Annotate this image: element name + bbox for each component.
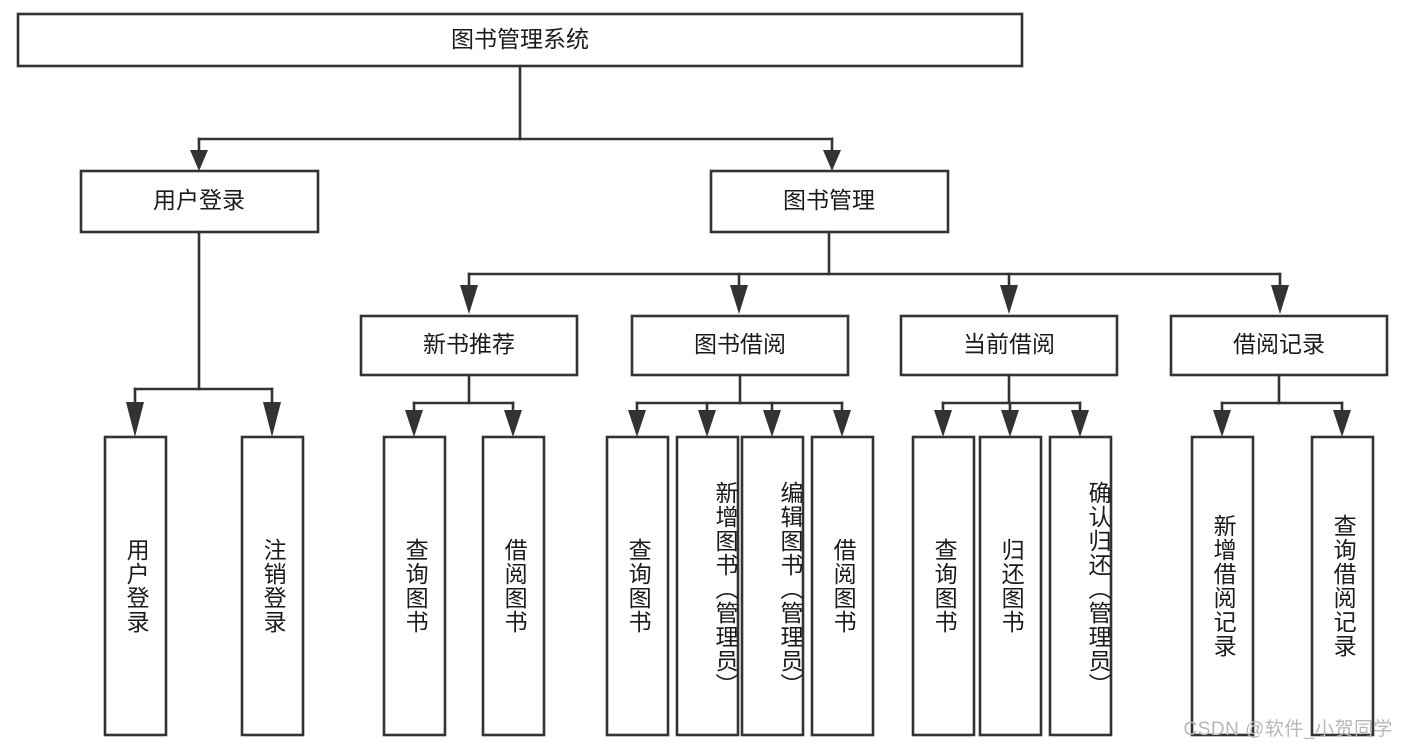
arrow-to-book-manage bbox=[823, 150, 841, 171]
leaf-box-borrow-book-1[interactable] bbox=[481, 435, 546, 737]
arrow-to-leaf-edit-book bbox=[763, 410, 781, 437]
node-root[interactable]: 图书管理系统 bbox=[16, 12, 1024, 68]
arrow-to-leaf-borrow-book-2 bbox=[833, 410, 851, 437]
arrow-to-leaf-return-book bbox=[1001, 410, 1019, 437]
arrow-to-book-borrow bbox=[730, 285, 748, 314]
new-book-recommend-box[interactable] bbox=[359, 314, 579, 377]
arrow-to-leaf-add-record bbox=[1213, 410, 1231, 437]
leaf-box-query-book-3[interactable] bbox=[911, 435, 976, 737]
current-borrow-label: 当前借阅 bbox=[963, 331, 1055, 357]
root-box[interactable] bbox=[16, 12, 1024, 68]
leaf-box-edit-book[interactable] bbox=[740, 435, 805, 737]
connector-current-borrow-to-leaves bbox=[934, 373, 1089, 437]
arrow-to-borrow-record bbox=[1271, 285, 1289, 314]
arrow-to-leaf-query-record bbox=[1333, 410, 1351, 437]
user-login-label: 用户登录 bbox=[153, 187, 245, 213]
arrow-to-leaf-user-login bbox=[126, 402, 144, 437]
arrow-to-leaf-query-book-3 bbox=[934, 410, 952, 437]
current-borrow-box[interactable] bbox=[899, 314, 1119, 377]
arrow-to-leaf-confirm-return bbox=[1071, 410, 1089, 437]
connector-book-manage-to-level3 bbox=[460, 230, 1289, 314]
arrow-to-new-book-recommend bbox=[460, 285, 478, 314]
book-borrow-label: 图书借阅 bbox=[694, 331, 786, 357]
arrow-to-user-login bbox=[190, 150, 208, 171]
new-book-recommend-label: 新书推荐 bbox=[423, 331, 515, 357]
leaf-box-query-record[interactable] bbox=[1310, 435, 1375, 737]
borrow-record-label: 借阅记录 bbox=[1233, 331, 1325, 357]
leaf-box-confirm-return[interactable] bbox=[1048, 435, 1113, 737]
node-book-manage[interactable]: 图书管理 bbox=[709, 169, 950, 234]
leaf-box-add-book[interactable] bbox=[675, 435, 740, 737]
arrow-to-leaf-query-book-1 bbox=[405, 410, 423, 437]
root-label: 图书管理系统 bbox=[451, 26, 589, 52]
node-user-login[interactable]: 用户登录 bbox=[79, 169, 320, 234]
arrow-to-leaf-add-book bbox=[698, 410, 716, 437]
connector-borrow-record-to-leaves bbox=[1213, 373, 1351, 437]
leaf-box-query-book-2[interactable] bbox=[605, 435, 670, 737]
leaf-box-return-book[interactable] bbox=[978, 435, 1043, 737]
node-new-book-recommend[interactable]: 新书推荐 bbox=[359, 314, 579, 377]
leaf-box-logout-login[interactable] bbox=[240, 435, 305, 737]
watermark-text: CSDN @软件_小贺同学 bbox=[1183, 719, 1393, 740]
leaf-box-borrow-book-2[interactable] bbox=[810, 435, 875, 737]
leaf-box-query-book-1[interactable] bbox=[382, 435, 447, 737]
connector-root-to-level2 bbox=[190, 64, 841, 171]
arrow-to-leaf-query-book-2 bbox=[628, 410, 646, 437]
connector-book-borrow-to-leaves bbox=[628, 373, 851, 437]
node-current-borrow[interactable]: 当前借阅 bbox=[899, 314, 1119, 377]
connector-new-book-recommend-to-leaves bbox=[405, 373, 522, 437]
arrow-to-leaf-borrow-book-1 bbox=[504, 410, 522, 437]
node-book-borrow[interactable]: 图书借阅 bbox=[630, 314, 850, 377]
node-borrow-record[interactable]: 借阅记录 bbox=[1169, 314, 1389, 377]
arrow-to-leaf-logout-login bbox=[263, 402, 281, 437]
leaf-box-user-login[interactable] bbox=[103, 435, 168, 737]
book-manage-label: 图书管理 bbox=[783, 187, 875, 213]
leaf-box-add-record[interactable] bbox=[1190, 435, 1255, 737]
connector-user-login-to-leaves bbox=[126, 230, 281, 437]
arrow-to-current-borrow bbox=[1000, 285, 1018, 314]
user-login-box[interactable] bbox=[79, 169, 320, 234]
